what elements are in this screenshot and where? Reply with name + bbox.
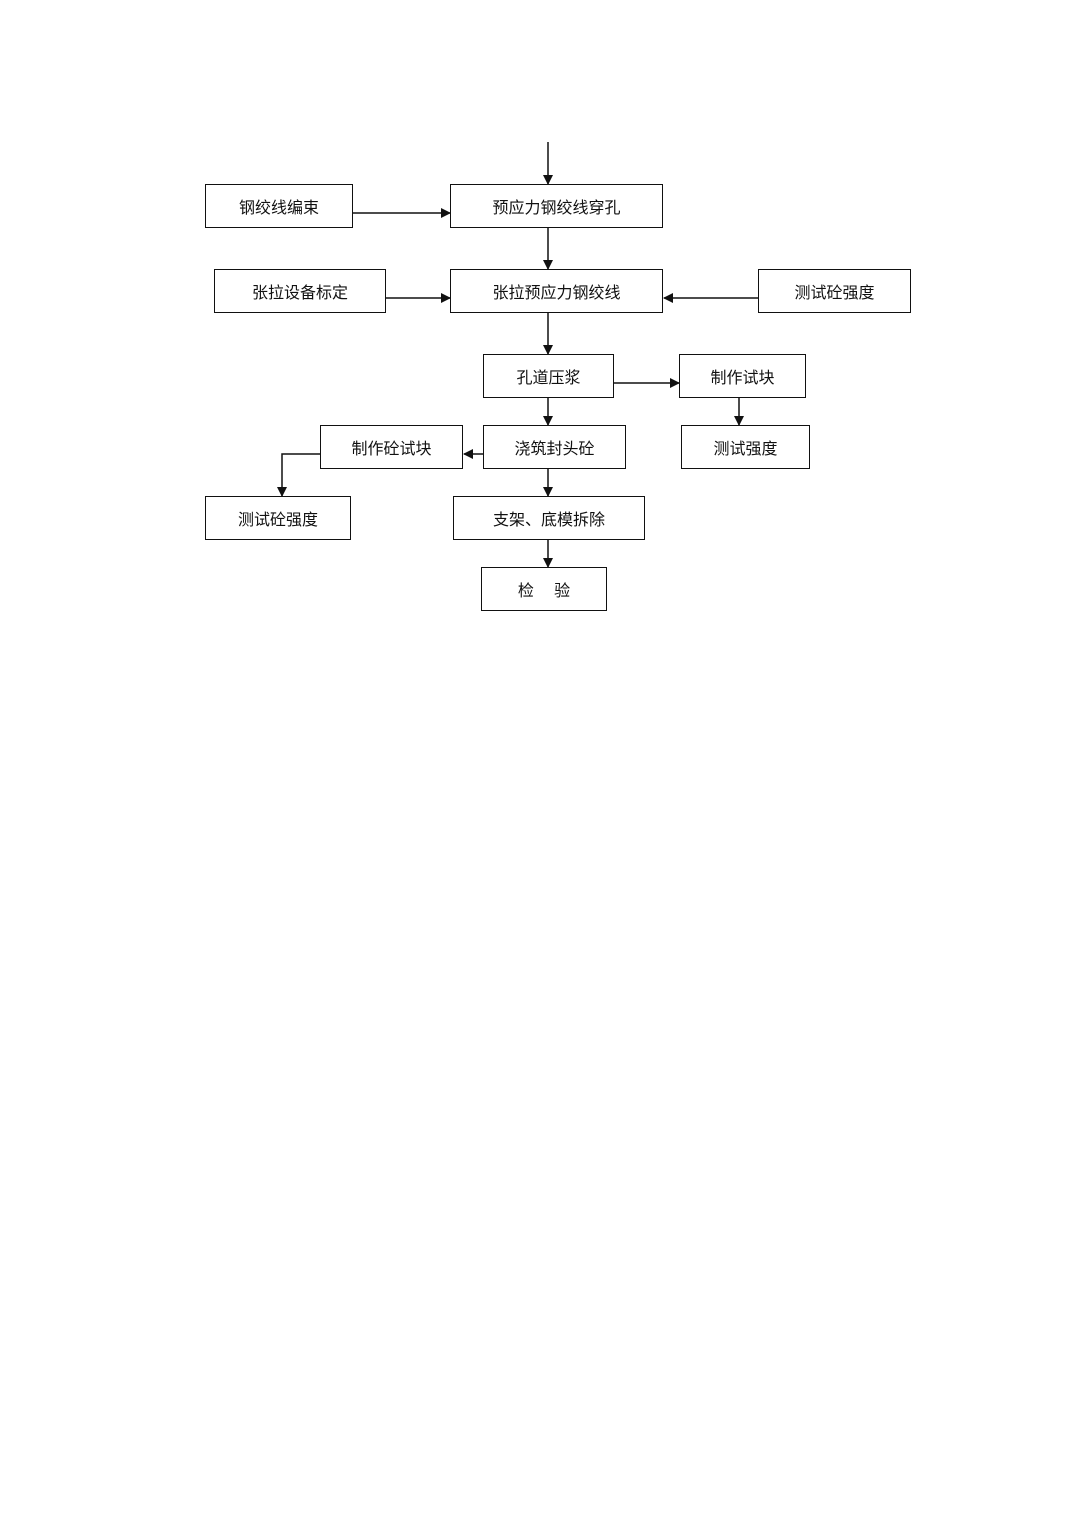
node-pour-end-concrete: 浇筑封头砼 xyxy=(483,425,626,469)
node-inspection: 检 验 xyxy=(481,567,607,611)
node-tensioning: 张拉预应力钢绞线 xyxy=(450,269,663,313)
node-duct-grouting: 孔道压浆 xyxy=(483,354,614,398)
node-jack-calibration: 张拉设备标定 xyxy=(214,269,386,313)
node-test-concrete-strength-left: 测试砼强度 xyxy=(205,496,351,540)
node-test-concrete-strength-right: 测试砼强度 xyxy=(758,269,911,313)
node-test-strength: 测试强度 xyxy=(681,425,810,469)
node-prestress-threading: 预应力钢绞线穿孔 xyxy=(450,184,663,228)
node-make-test-block: 制作试块 xyxy=(679,354,806,398)
node-make-concrete-test-block: 制作砼试块 xyxy=(320,425,463,469)
node-strand-bundling: 钢绞线编束 xyxy=(205,184,353,228)
arrow-concrete-block-to-strength xyxy=(277,453,320,497)
node-remove-formwork: 支架、底模拆除 xyxy=(453,496,645,540)
